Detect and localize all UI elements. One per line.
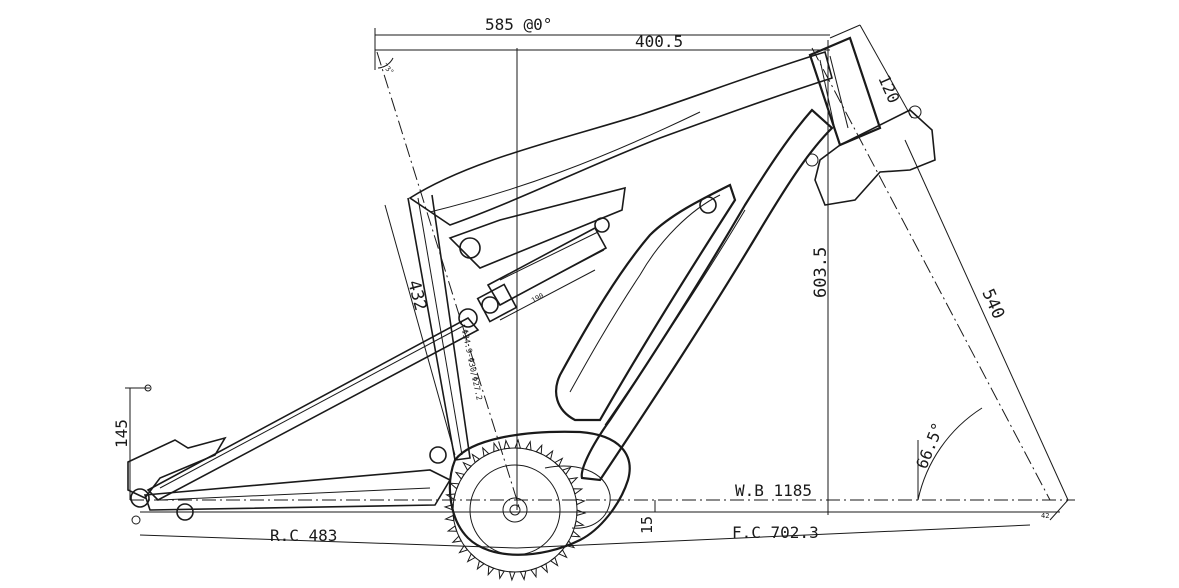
chainring-tooth: [575, 498, 586, 506]
frame-body: [127, 36, 936, 573]
chainring-tooth: [503, 439, 511, 450]
seat-tube-label: 432: [403, 278, 430, 313]
chainring-tooth: [446, 525, 458, 532]
chainring-tooth: [458, 544, 469, 554]
dimension-lines: [125, 24, 1075, 549]
rear-center-label: R.C 483: [270, 526, 337, 545]
chainring-tooth: [545, 449, 554, 460]
chainring-tooth: [487, 565, 495, 577]
chainring-tooth: [525, 440, 532, 451]
chainring-tooth: [462, 461, 473, 471]
chainring-tooth: [540, 562, 549, 574]
chainring-tooth: [454, 471, 465, 480]
chainring-tooth: [519, 570, 527, 581]
chainring-tooth: [448, 482, 460, 490]
chainring-tooth: [445, 493, 456, 500]
reach-label: 400.5: [635, 32, 683, 51]
chainring-tooth: [570, 530, 582, 538]
stack-label: 603.5: [811, 247, 831, 298]
chainring-tooth: [574, 520, 585, 527]
fork-length-label: 540: [977, 286, 1008, 322]
bb-drop-rear-label: 145: [112, 419, 131, 448]
chainring-tooth: [493, 441, 500, 453]
reach-total-label: 585 @0°: [485, 15, 552, 34]
chainring-tooth: [476, 560, 485, 571]
seat-angle-small-label: 73°: [381, 62, 396, 77]
chainring-tooth: [443, 503, 454, 511]
fork-offset-label: 42: [1041, 512, 1049, 520]
chainring-tooth: [508, 571, 516, 582]
dimension-labels: 585 @0° 400.5 120 603.5 540 66.5° 432 14…: [112, 15, 1049, 545]
head-tube-label: 120: [874, 72, 903, 106]
chainring-tooth: [565, 540, 576, 549]
chainring-tooth: [451, 535, 463, 544]
chainring-tooth: [554, 457, 564, 468]
chainring-tooth: [471, 453, 481, 464]
chainring-tooth: [561, 466, 572, 476]
chainring-tooth: [535, 443, 543, 455]
chainring-tooth: [549, 556, 559, 567]
front-center-label: F.C 702.3: [732, 523, 819, 542]
bb-offset-label: 15: [638, 516, 656, 534]
chainring-tooth: [576, 509, 587, 517]
chainring-tooth: [530, 567, 537, 579]
chainring: [443, 438, 587, 582]
wheelbase-label: W.B 1185: [735, 481, 812, 500]
seatpost-spec-label: Φ34.9-Φ30/Φ27.2: [460, 329, 484, 402]
chainring-tooth: [557, 549, 568, 559]
chainring-tooth: [514, 438, 522, 449]
chainring-tooth: [444, 514, 455, 522]
shock-size-label: 190: [530, 292, 545, 305]
chainring-tooth: [498, 569, 505, 580]
chainring-tooth: [567, 476, 579, 485]
chainring-tooth: [466, 552, 476, 563]
chainring-tooth: [572, 488, 584, 495]
chainring-tooth: [481, 446, 490, 458]
rear-shock: [476, 217, 610, 323]
